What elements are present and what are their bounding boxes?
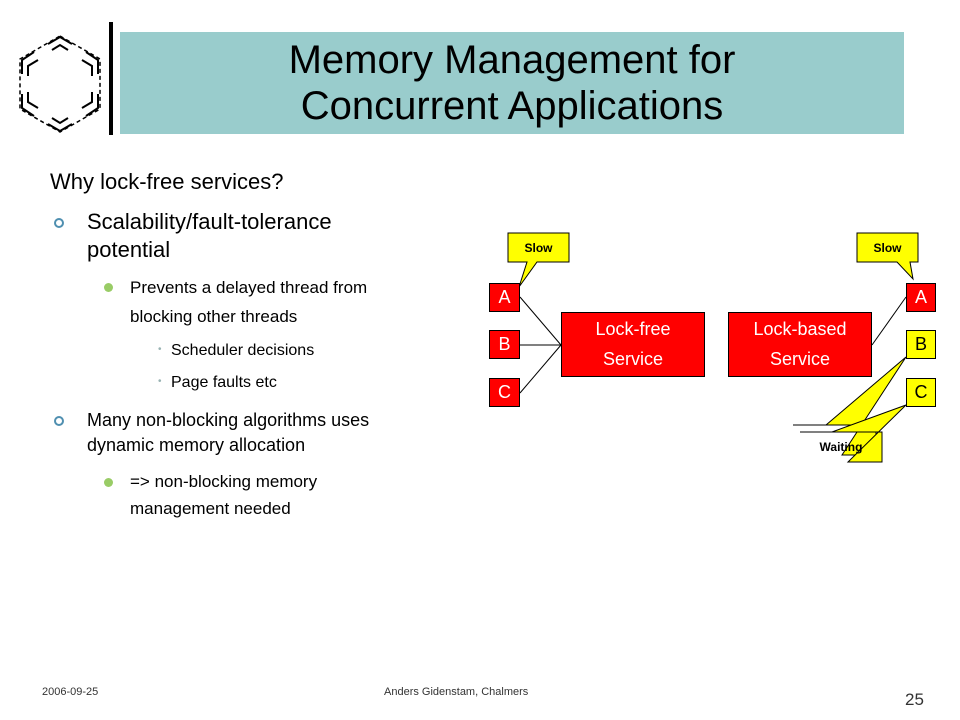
thread-a-left: A [489,283,520,312]
bullet-dot-icon [104,283,113,292]
connector-a-right [871,296,907,346]
intro-text: Why lock-free services? [50,169,284,194]
slow-callout-right [856,232,919,281]
chalmers-logo-icon [19,35,101,133]
thread-c-right: C [906,378,936,407]
bullet-mark-icon: • [158,344,162,355]
bullet-1-line-1: Scalability/fault-tolerance [87,209,332,234]
slow-label-right: Slow [873,240,902,255]
bullet-1-1-line-2: blocking other threads [130,307,298,326]
lock-based-service-line-1: Lock-based [753,319,847,339]
slide-title: Memory Management for Concurrent Applica… [120,32,904,134]
title-line-1: Memory Management for [288,38,736,82]
bullet-1-1-line-1: Prevents a delayed thread from [130,278,368,297]
thread-b-right: B [906,330,936,359]
bullet-1-line-2: potential [87,237,171,262]
bullet-1-1-2: Page faults etc [171,374,277,391]
bullet-ring-icon [54,416,64,426]
bullet-dot-icon [104,478,113,487]
thread-a-right: A [906,283,936,312]
slow-callout-left [507,232,570,288]
waiting-label: Waiting [819,440,863,454]
lock-free-service: Lock-free Service [561,312,705,377]
lock-based-service: Lock-based Service [728,312,872,377]
connector-a-left [519,296,562,346]
lock-free-service-line-1: Lock-free [595,319,671,339]
bullet-2-line-2: dynamic memory allocation [87,435,306,455]
bullet-2-1-line-1: => non-blocking memory [130,472,318,491]
footer-author: Anders Gidenstam, Chalmers [384,686,529,698]
title-rule [109,22,113,135]
bullet-2-1-line-2: management needed [130,499,291,518]
lock-free-service-line-2: Service [602,349,664,369]
footer-date: 2006-09-25 [42,686,99,698]
title-bar [120,32,904,134]
thread-c-left: C [489,378,520,407]
waiting-callout-front [800,404,907,463]
bullet-2-line-1: Many non-blocking algorithms uses [87,410,370,430]
bullet-ring-icon [54,218,64,228]
connector-c-left [519,344,562,394]
lock-based-service-line-2: Service [769,349,831,369]
title-line-2: Concurrent Applications [300,84,724,128]
thread-b-left: B [489,330,520,359]
page-number: 25 [905,690,924,709]
bullet-1-1-1: Scheduler decisions [171,342,315,359]
bullet-mark-icon: • [158,376,162,387]
slow-label-left: Slow [524,240,553,255]
